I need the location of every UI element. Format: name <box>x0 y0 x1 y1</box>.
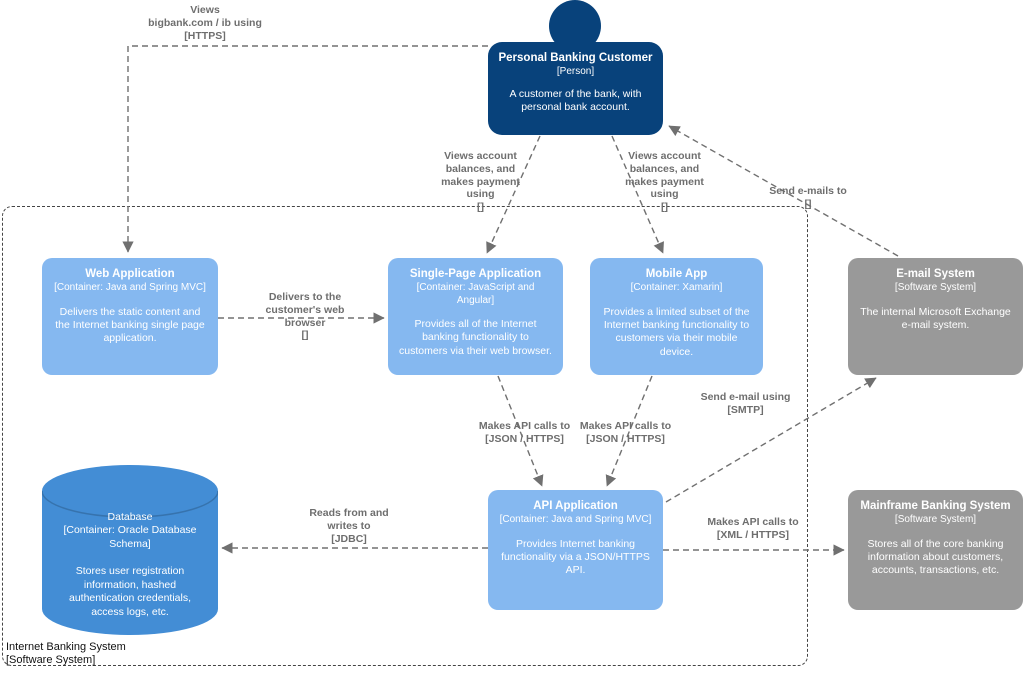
node-description: Provides a limited subset of the Interne… <box>603 305 750 358</box>
edge-label-customer-spa: Views account balances, and makes paymen… <box>441 150 520 214</box>
api-application-node: API Application [Container: Java and Spr… <box>488 490 663 610</box>
node-title: E-mail System <box>896 268 975 280</box>
node-title: Mobile App <box>645 268 708 280</box>
node-description: Provides Internet banking functionality … <box>501 537 650 577</box>
node-subtitle: [Person] <box>556 66 595 77</box>
edge-label-mobile-api: Makes API calls to [JSON / HTTPS] <box>579 420 672 445</box>
node-title: API Application <box>533 500 618 512</box>
node-title: Personal Banking Customer <box>498 52 653 64</box>
database-node: Database [Container: Oracle Database Sch… <box>42 465 218 635</box>
node-subtitle: [Container: Java and Spring MVC] <box>499 514 652 525</box>
database-cylinder-shape <box>42 465 218 635</box>
node-subtitle: [Container: Oracle Database Schema] <box>63 524 197 550</box>
database-cylinder-icon <box>42 465 218 635</box>
edge-label-api-db: Reads from and writes to [JDBC] <box>309 507 389 545</box>
node-title: Web Application <box>85 268 175 280</box>
edge-label-email-customer: Send e-mails to [] <box>769 185 847 210</box>
node-subtitle: [Container: Java and Spring MVC] <box>54 282 206 293</box>
boundary-label: Internet Banking System [Software System… <box>6 641 126 666</box>
edge-label-customer-mobile: Views account balances, and makes paymen… <box>625 150 704 214</box>
node-description: Delivers the static content and the Inte… <box>55 305 205 345</box>
edge-label-customer-web: Views bigbank.com / ib using [HTTPS] <box>148 4 262 42</box>
email-system-node: E-mail System [Software System] The inte… <box>848 258 1023 375</box>
node-description: Provides all of the Internet banking fun… <box>399 318 552 357</box>
edge-label-web-spa: Delivers to the customer's web browser [… <box>265 291 345 342</box>
node-title: Single-Page Application <box>409 268 542 280</box>
mobile-app-node: Mobile App [Container: Xamarin] Provides… <box>590 258 763 375</box>
node-subtitle: [Software System] <box>894 514 977 525</box>
edge-label-spa-api: Makes API calls to [JSON / HTTPS] <box>478 420 571 445</box>
node-subtitle: [Container: Xamarin] <box>630 282 723 293</box>
node-title: Mainframe Banking System <box>860 500 1011 512</box>
node-title: Database <box>107 511 153 523</box>
database-cylinder-rim <box>42 490 218 518</box>
mainframe-banking-system-node: Mainframe Banking System [Software Syste… <box>848 490 1023 610</box>
edge-label-api-mainframe: Makes API calls to [XML / HTTPS] <box>707 516 799 541</box>
node-description: The internal Microsoft Exchange e-mail s… <box>860 305 1011 331</box>
edge-label-api-email: Send e-mail using [SMTP] <box>700 391 791 416</box>
node-subtitle: [Container: JavaScript and Angular] <box>416 282 535 306</box>
node-description: Stores user registration information, ha… <box>69 565 191 618</box>
personal-banking-customer-node: Personal Banking Customer [Person] A cus… <box>488 42 663 135</box>
single-page-application-node: Single-Page Application [Container: Java… <box>388 258 563 375</box>
web-application-node: Web Application [Container: Java and Spr… <box>42 258 218 375</box>
node-description: A customer of the bank, with personal ba… <box>509 87 642 113</box>
node-subtitle: [Software System] <box>894 282 977 293</box>
node-description: Stores all of the core banking informati… <box>867 537 1004 577</box>
